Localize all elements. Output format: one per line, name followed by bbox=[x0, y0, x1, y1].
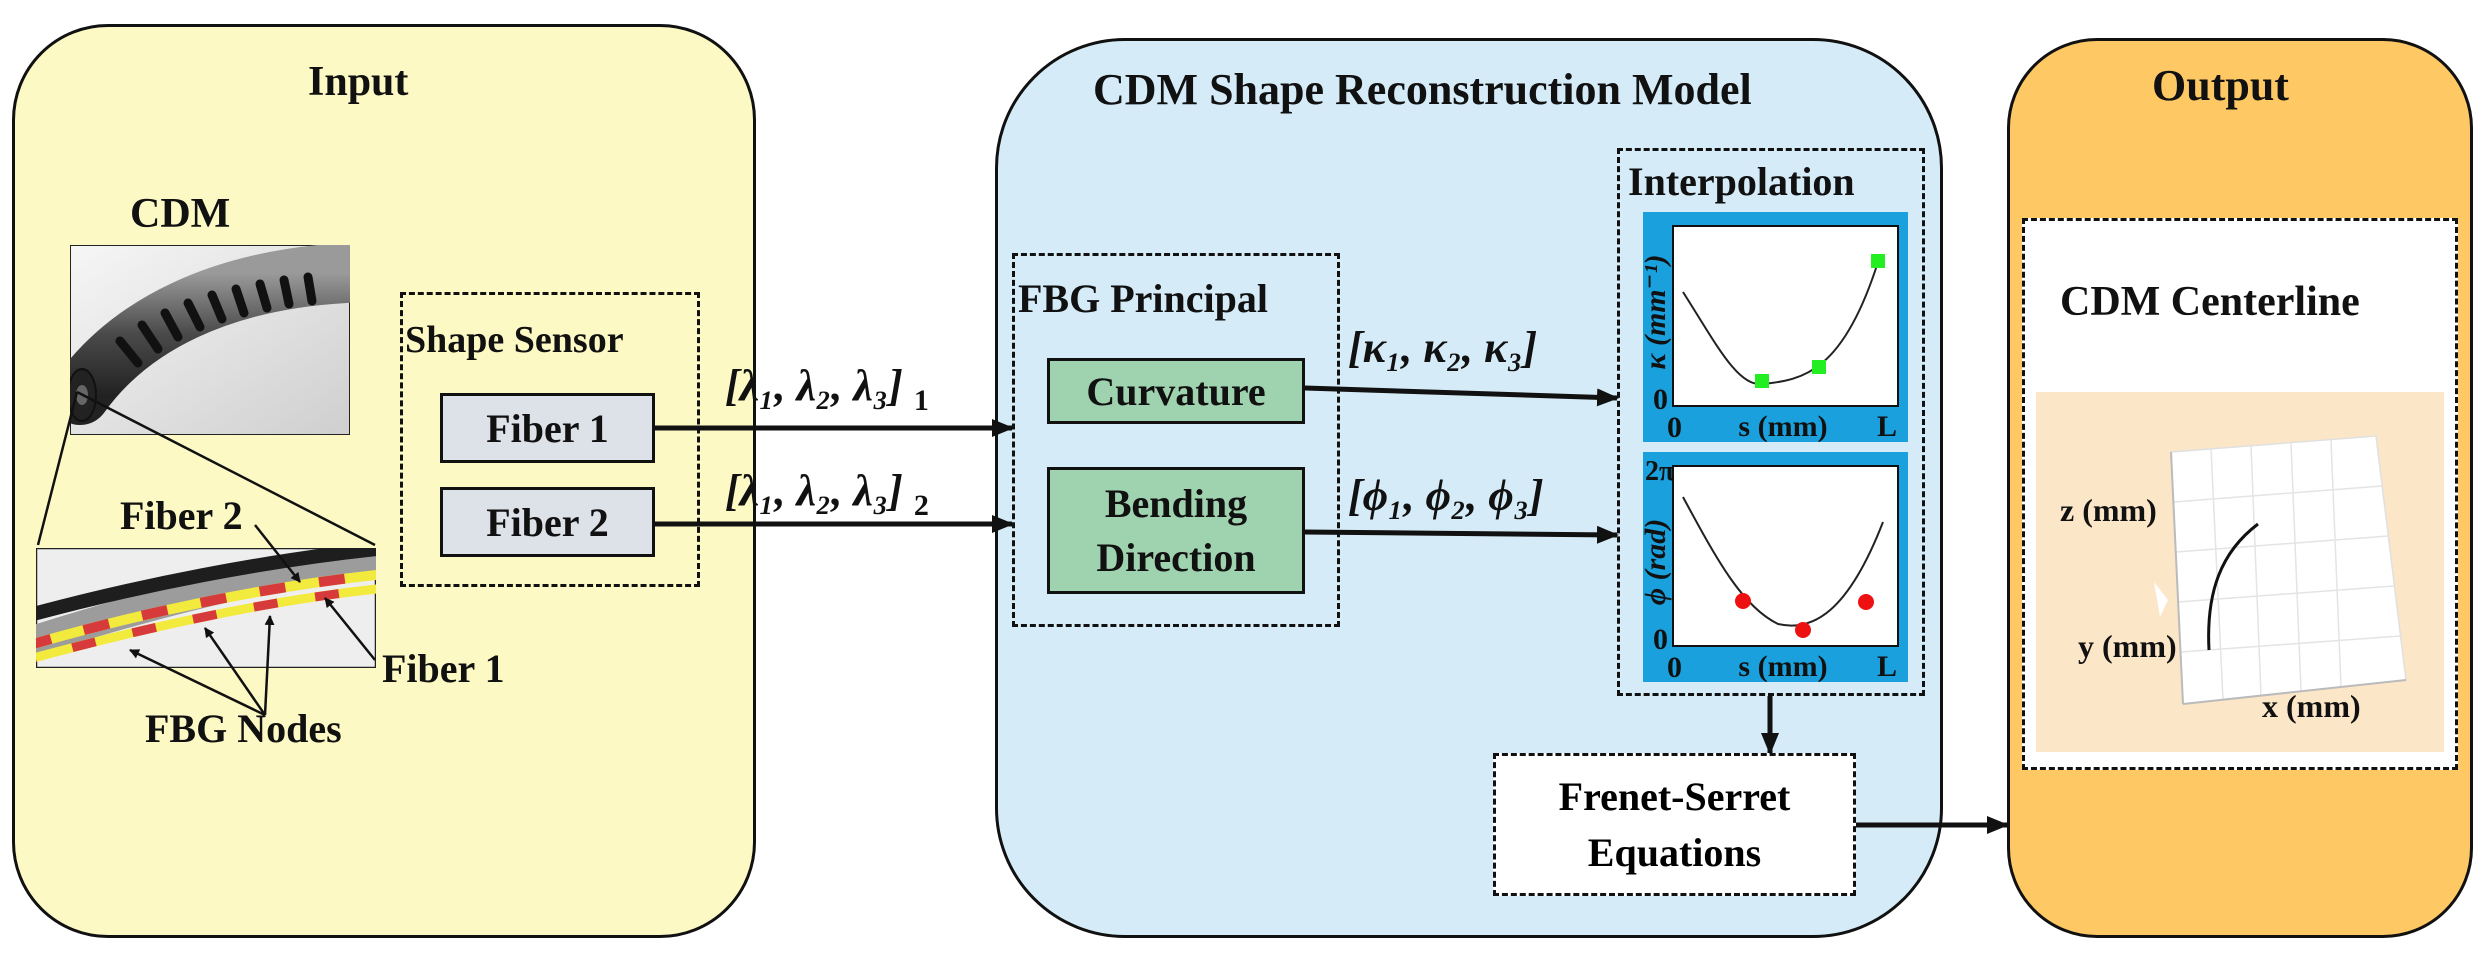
direction-point bbox=[1795, 622, 1811, 638]
direction-curve bbox=[1682, 496, 1884, 627]
frenet-serret-box: Frenet-Serret Equations bbox=[1493, 753, 1856, 896]
output-title: Output bbox=[2152, 61, 2289, 110]
cdm-render-image bbox=[70, 245, 350, 435]
interpolation-group bbox=[1617, 148, 1925, 696]
curvature-x0: 0 bbox=[1667, 411, 1682, 442]
interpolation-title: Interpolation bbox=[1628, 159, 1855, 204]
lambda-1-sub: 1 bbox=[913, 384, 929, 417]
curvature-xend: L bbox=[1877, 410, 1897, 442]
curvature-plot-area bbox=[1672, 225, 1899, 407]
lambda-2-text: [λ₁, λ₂, λ₃] bbox=[725, 466, 903, 515]
bending-line2: Direction bbox=[1096, 534, 1256, 580]
direction-ylabel: ϕ (rad) bbox=[1643, 519, 1672, 606]
curvature-point bbox=[1755, 374, 1769, 388]
centerline-3d-plot bbox=[2036, 392, 2444, 752]
centerline-curve bbox=[2207, 522, 2259, 651]
frenet-line1: Frenet-Serret bbox=[1558, 773, 1791, 819]
arrow-direction-to-interp bbox=[1304, 525, 1619, 544]
curvature-point bbox=[1812, 360, 1826, 374]
lambda-label-2: [λ₁, λ₂, λ₃] 2 bbox=[725, 465, 929, 522]
input-title: Input bbox=[308, 59, 409, 105]
bending-direction-box: Bending Direction bbox=[1047, 467, 1305, 594]
curvature-point bbox=[1871, 254, 1885, 268]
zoom-lines bbox=[36, 390, 376, 547]
fiber2-box: Fiber 2 bbox=[440, 487, 655, 557]
direction-plot: ϕ (rad) 2π 0 0 s (mm) L bbox=[1643, 452, 1908, 682]
centerline-title: CDM Centerline bbox=[2060, 279, 2360, 325]
curvature-box: Curvature bbox=[1047, 358, 1305, 424]
direction-x0: 0 bbox=[1667, 651, 1682, 682]
shape-sensor-title: Shape Sensor bbox=[405, 319, 624, 361]
axis-marker bbox=[2154, 582, 2168, 617]
cdm-label: CDM bbox=[130, 191, 231, 237]
fiber1-annotation: Fiber 1 bbox=[382, 646, 505, 691]
fiber2-annotation: Fiber 2 bbox=[120, 493, 243, 538]
input-panel bbox=[12, 24, 756, 938]
direction-xlabel: s (mm) bbox=[1738, 650, 1827, 682]
curvature-y0: 0 bbox=[1653, 383, 1668, 416]
phi-label: [ϕ₁, ϕ₂, ϕ₃] bbox=[1348, 471, 1544, 520]
fiber1-box: Fiber 1 bbox=[440, 393, 655, 463]
curvature-plot: κ (mm⁻¹) 0 0 s (mm) L bbox=[1643, 212, 1908, 442]
y-axis-label: y (mm) bbox=[2078, 628, 2177, 664]
x-axis-label: x (mm) bbox=[2262, 688, 2361, 724]
model-title: CDM Shape Reconstruction Model bbox=[1093, 65, 1752, 114]
fbg-principal-title: FBG Principal bbox=[1018, 276, 1268, 321]
fbg-nodes-annotation: FBG Nodes bbox=[145, 706, 342, 751]
direction-point bbox=[1735, 593, 1751, 609]
bending-line1: Bending bbox=[1104, 480, 1248, 526]
kappa-label: [κ₁, κ₂, κ₃] bbox=[1348, 323, 1538, 372]
lambda-1-text: [λ₁, λ₂, λ₃] bbox=[725, 361, 903, 410]
fiber-pointers bbox=[129, 524, 376, 717]
direction-y0: 0 bbox=[1653, 623, 1668, 656]
shape-sensor-group bbox=[400, 292, 700, 587]
lambda-label-1: [λ₁, λ₂, λ₃] 1 bbox=[725, 360, 929, 417]
arrow-curvature-to-interp bbox=[1304, 385, 1619, 407]
z-axis-label: z (mm) bbox=[2060, 492, 2157, 528]
curvature-xlabel: s (mm) bbox=[1738, 410, 1827, 442]
direction-xend: L bbox=[1877, 650, 1897, 682]
direction-point bbox=[1858, 594, 1874, 610]
direction-ytop: 2π bbox=[1645, 456, 1675, 487]
fiber-inset-image bbox=[36, 548, 376, 668]
lambda-2-sub: 2 bbox=[913, 489, 929, 522]
frenet-line2: Equations bbox=[1587, 829, 1762, 875]
curvature-ylabel: κ (mm⁻¹) bbox=[1643, 255, 1672, 370]
direction-plot-area bbox=[1672, 465, 1899, 647]
fbg-principal-group bbox=[1012, 253, 1340, 627]
